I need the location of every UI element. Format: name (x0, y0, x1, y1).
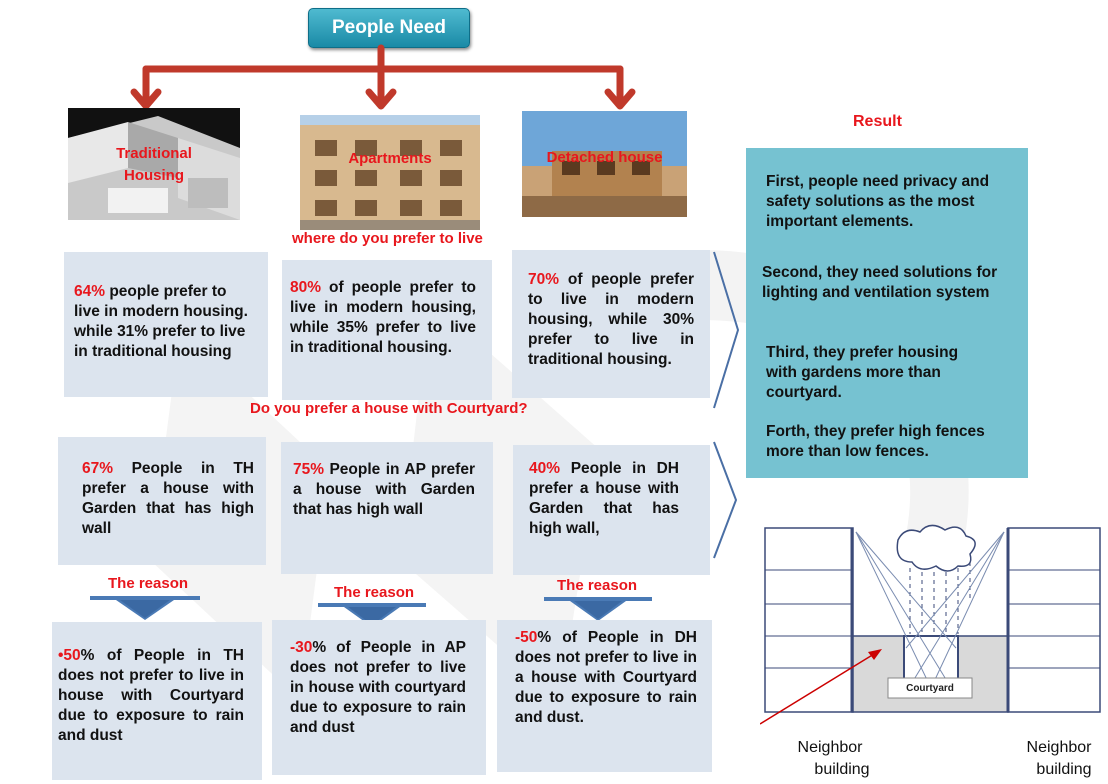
reason-label-detached: The reason (557, 577, 638, 594)
neighbor-left-line1: Neighbor (797, 739, 863, 756)
courtyard-label: Courtyard (906, 683, 954, 694)
neighbor-right-line1: Neighbor (1026, 739, 1092, 756)
traditional-housing-model-image (68, 108, 240, 220)
row2-pct-detached: 40% (529, 460, 561, 477)
result-item-1: First, people need privacy and safety so… (766, 173, 990, 230)
row2-pct-apartments: 75% (293, 461, 325, 478)
row3-pct-apartments: -30 (290, 639, 313, 656)
apartments-label: Apartments (348, 150, 432, 167)
row1-box-traditional: 64% people prefer to live in modern hous… (64, 252, 268, 397)
result-item-2: Second, they need solutions for lighting… (762, 264, 998, 301)
row2-chevron-icon (713, 441, 738, 559)
apartments-building-image (300, 115, 480, 230)
row2-text-detached: People in DH prefer a house with Garden … (529, 460, 679, 537)
neighbor-building-right: Neighbor building (1012, 737, 1106, 781)
photo-apartments: Apartments (300, 115, 480, 230)
row2-text-traditional: People in TH prefer a house with Garden … (82, 460, 254, 537)
question-where-prefer-live: where do you prefer to live (292, 230, 483, 247)
row1-box-apartments: 80% of people prefer to live in modern h… (282, 260, 492, 400)
neighbor-building-left: Neighbor building (780, 737, 880, 781)
branch-arrows (130, 44, 636, 110)
neighbor-left-line2: building (814, 761, 870, 778)
left-arrowhead (130, 88, 162, 110)
row1-text-traditional: people prefer to live in modern housing.… (74, 283, 248, 360)
title-text: People Need (331, 17, 447, 38)
center-arrowhead (365, 88, 397, 110)
question-courtyard: Do you prefer a house with Courtyard? (250, 400, 528, 417)
row1-box-detached: 70% of people prefer to live in modern h… (512, 250, 710, 398)
people-need-title: People Need (308, 8, 470, 48)
down-arrow-icon-detached (544, 597, 652, 621)
row2-text-apartments: People in AP prefer a house with Garden … (293, 461, 475, 518)
traditional-label-line1: Traditional (116, 145, 192, 162)
row1-text-detached: of people prefer to live in modern housi… (528, 271, 694, 368)
down-arrow-icon-traditional (90, 596, 200, 620)
row2-box-apartments: 75% People in AP prefer a house with Gar… (281, 442, 493, 574)
row2-box-traditional: 67% People in TH prefer a house with Gar… (58, 437, 266, 565)
row2-pct-traditional: 67% (82, 460, 114, 477)
result-item-3: Third, they prefer housing with gardens … (766, 344, 959, 401)
row3-text-apartments: % of People in AP does not prefer to liv… (290, 639, 466, 736)
row3-pct-detached: -50 (515, 629, 538, 646)
traditional-label-line2: Housing (124, 167, 184, 184)
right-arrowhead (604, 88, 636, 110)
row3-box-detached: -50% of People in DH does not prefer to … (497, 620, 712, 772)
courtyard-diagram: Courtyard (759, 518, 1108, 728)
row1-pct-apartments: 80% (290, 279, 322, 296)
photo-detached-house: Detached house (522, 111, 687, 217)
row3-box-apartments: -30% of People in AP does not prefer to … (272, 620, 486, 775)
detached-house-image (522, 111, 687, 217)
row1-pct-detached: 70% (528, 271, 560, 288)
row3-text-detached: % of People in DH does not prefer to liv… (515, 629, 697, 726)
row1-text-apartments: of people prefer to live in modern housi… (290, 279, 476, 356)
detached-house-label: Detached house (546, 149, 663, 166)
result-box: First, people need privacy and safety so… (746, 148, 1028, 478)
reason-label-apartments: The reason (334, 584, 415, 601)
neighbor-right-line2: building (1036, 761, 1092, 778)
photo-traditional-housing: Traditional Housing (68, 108, 240, 220)
row3-text-traditional: % of People in TH does not prefer to liv… (58, 647, 244, 744)
result-item-4: Forth, they prefer high fences more than… (766, 423, 985, 460)
row1-pct-traditional: 64% (74, 283, 106, 300)
row3-pct-traditional: •50 (58, 647, 81, 664)
row2-box-detached: 40% People in DH prefer a house with Gar… (513, 445, 710, 575)
reason-label-traditional: The reason (108, 575, 189, 592)
courtyard-section-drawing (759, 524, 1101, 725)
row1-chevron-icon (713, 251, 740, 409)
row3-box-traditional: •50% of People in TH does not prefer to … (52, 622, 262, 780)
result-heading: Result (853, 113, 902, 130)
down-arrow-icon-apartments (318, 603, 426, 627)
